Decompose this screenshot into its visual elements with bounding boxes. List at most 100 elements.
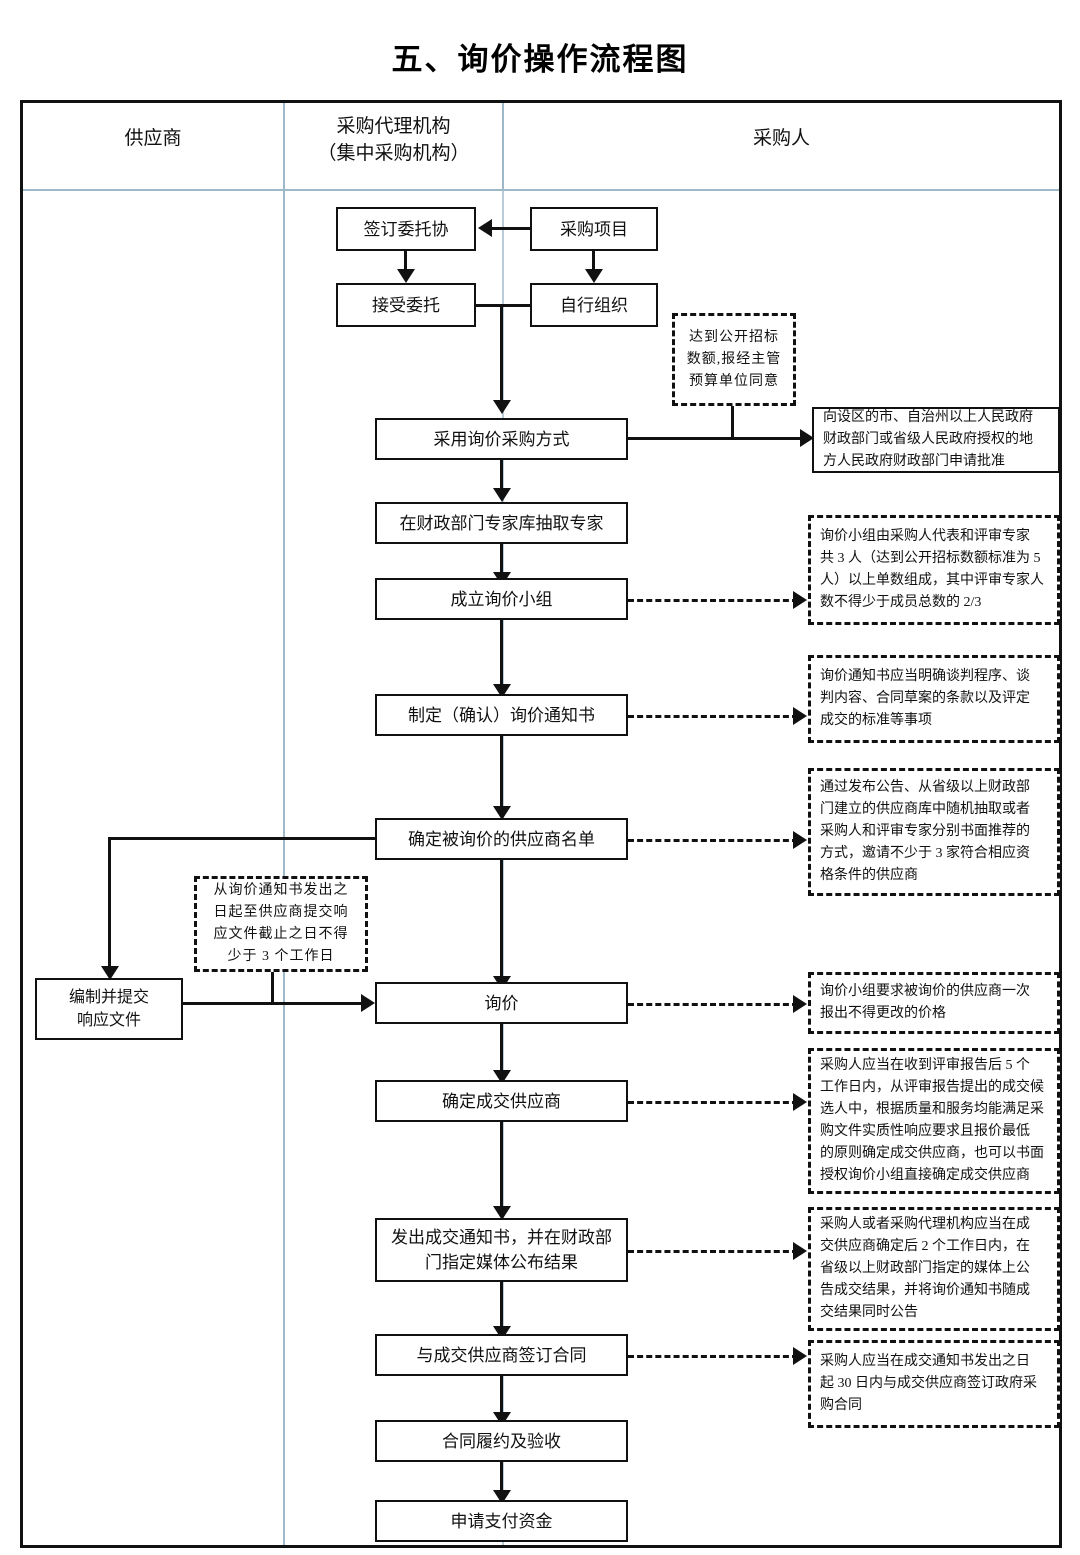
node-perform-accept-label: 合同履约及验收 xyxy=(442,1431,561,1451)
conn-list-left-down xyxy=(108,837,111,969)
conn-list-to-inquiry xyxy=(500,860,503,978)
node-sign-contract[interactable]: 与成交供应商签订合同 xyxy=(375,1334,628,1376)
arrowhead-project-to-self xyxy=(585,269,603,283)
note-notice-content-line1: 询价通知书应当明确谈判程序、谈 xyxy=(820,669,1030,684)
node-make-notice[interactable]: 制定（确认）询价通知书 xyxy=(375,694,628,736)
note-one-time-quote: 询价小组要求被询价的供应商一次 报出不得更改的价格 xyxy=(808,972,1060,1034)
note-open-bid-threshold-line2: 数额,报经主管 xyxy=(686,351,782,367)
node-make-notice-label: 制定（确认）询价通知书 xyxy=(408,705,595,725)
note-award-rule-line2: 工作日内，从评审报告提出的成交候 xyxy=(820,1080,1044,1095)
note-group-composition-line1: 询价小组由采购人代表和评审专家 xyxy=(820,529,1030,544)
conn-adopt-to-approval xyxy=(628,437,810,440)
conn-threshold-note-leg xyxy=(731,406,734,439)
note-open-bid-threshold-line3: 预算单位同意 xyxy=(689,373,779,389)
arrowhead-list-to-note xyxy=(793,831,807,849)
node-prepare-response[interactable]: 编制并提交 响应文件 xyxy=(35,978,183,1040)
conn-project-to-self xyxy=(592,251,595,271)
box-approval-authority-line3: 方人民政府财政部门申请批准 xyxy=(823,454,1005,469)
conn-contract-to-perform xyxy=(500,1376,503,1414)
node-accept-entrust[interactable]: 接受委托 xyxy=(336,283,476,327)
note-notice-content-line3: 成交的标准等事项 xyxy=(820,713,932,728)
swimlane-label-agency-line1: 采购代理机构 xyxy=(336,116,451,137)
swimlane-label-supplier: 供应商 xyxy=(124,128,182,149)
arrowhead-list-to-prepare xyxy=(101,966,119,980)
conn-group-to-makenotice xyxy=(500,620,503,686)
swimlane-label-agency-line2: （集中采购机构） xyxy=(317,143,470,164)
node-sign-entrust[interactable]: 签订委托协 xyxy=(336,207,476,251)
note-response-deadline-line4: 少于 3 个工作日 xyxy=(227,949,335,964)
arrowhead-join-to-adopt xyxy=(493,400,511,414)
node-draw-experts[interactable]: 在财政部门专家库抽取专家 xyxy=(375,502,628,544)
node-supplier-list[interactable]: 确定被询价的供应商名单 xyxy=(375,818,628,860)
note-supplier-selection-line3: 采购人和评审专家分别书面推荐的 xyxy=(820,824,1030,839)
conn-perform-to-payment xyxy=(500,1462,503,1492)
note-notice-content-line2: 判内容、合同草案的条款以及评定 xyxy=(820,691,1030,706)
arrowhead-sign-to-accept xyxy=(397,269,415,283)
arrowhead-adopt-to-draw xyxy=(493,488,511,502)
node-determine-winner[interactable]: 确定成交供应商 xyxy=(375,1080,628,1122)
note-group-composition-line4: 数不得少于成员总数的 2/3 xyxy=(820,595,982,610)
conn-join-down-to-adopt xyxy=(500,304,503,402)
arrowhead-prepare-to-inquiry xyxy=(361,994,375,1012)
note-award-rule-line3: 选人中，根据质量和服务均能满足采 xyxy=(820,1102,1044,1117)
note-contract-rule-line3: 购合同 xyxy=(820,1398,862,1413)
node-issue-notice-line1: 发出成交通知书，并在财政部 xyxy=(391,1228,612,1247)
swimlane-header-supplier: 供应商 xyxy=(23,125,283,152)
node-self-organize[interactable]: 自行组织 xyxy=(530,283,658,327)
node-self-organize-label: 自行组织 xyxy=(560,295,628,315)
note-publish-rule: 采购人或者采购代理机构应当在成 交供应商确定后 2 个工作日内，在 省级以上财政… xyxy=(808,1207,1060,1331)
page-title: 五、询价操作流程图 xyxy=(391,42,689,77)
note-supplier-selection: 通过发布公告、从省级以上财政部 门建立的供应商库中随机抽取或者 采购人和评审专家… xyxy=(808,768,1060,896)
node-purchase-project[interactable]: 采购项目 xyxy=(530,207,658,251)
node-issue-notice[interactable]: 发出成交通知书，并在财政部 门指定媒体公布结果 xyxy=(375,1218,628,1282)
node-prepare-response-line1: 编制并提交 xyxy=(68,989,149,1006)
node-sign-entrust-label: 签订委托协 xyxy=(363,219,449,239)
conn-accept-self-join xyxy=(474,304,532,307)
node-inquiry[interactable]: 询价 xyxy=(375,982,628,1024)
note-supplier-selection-line4: 方式，邀请不少于 3 家符合相应资 xyxy=(820,846,1030,861)
note-open-bid-threshold: 达到公开招标 数额,报经主管 预算单位同意 xyxy=(672,313,796,406)
node-perform-accept[interactable]: 合同履约及验收 xyxy=(375,1420,628,1462)
swimlane-label-purchaser: 采购人 xyxy=(752,128,810,149)
conn-list-left-run xyxy=(108,837,378,840)
node-sign-contract-label: 与成交供应商签订合同 xyxy=(416,1345,587,1365)
arrowhead-group-to-note xyxy=(793,591,807,609)
node-determine-winner-label: 确定成交供应商 xyxy=(442,1091,561,1111)
note-award-rule-line4: 购文件实质性响应要求且报价最低 xyxy=(820,1124,1030,1139)
note-publish-rule-line1: 采购人或者采购代理机构应当在成 xyxy=(820,1217,1030,1232)
node-prepare-response-line2: 响应文件 xyxy=(76,1012,141,1029)
node-draw-experts-label: 在财政部门专家库抽取专家 xyxy=(399,513,604,533)
arrowhead-project-to-sign xyxy=(478,219,492,237)
note-response-deadline-line3: 应文件截止之日不得 xyxy=(213,927,349,942)
note-award-rule-line5: 的原则确定成交供应商，也可以书面 xyxy=(820,1146,1044,1161)
node-accept-entrust-label: 接受委托 xyxy=(372,295,440,315)
node-form-group[interactable]: 成立询价小组 xyxy=(375,578,628,620)
node-adopt-inquiry[interactable]: 采用询价采购方式 xyxy=(375,418,628,460)
conn-winner-to-issue xyxy=(500,1122,503,1208)
conn-makenotice-to-list xyxy=(500,736,503,808)
box-approval-authority[interactable]: 向设区的市、自治州以上人民政府 财政部门或省级人民政府授权的地 方人民政府财政部… xyxy=(812,407,1060,473)
conn-adopt-to-draw xyxy=(500,460,503,490)
note-publish-rule-line2: 交供应商确定后 2 个工作日内，在 xyxy=(820,1239,1030,1254)
note-publish-rule-line5: 交结果同时公告 xyxy=(820,1305,918,1320)
note-response-deadline: 从询价通知书发出之 日起至供应商提交响 应文件截止之日不得 少于 3 个工作日 xyxy=(194,876,368,972)
note-award-rule: 采购人应当在收到评审报告后 5 个 工作日内，从评审报告提出的成交候 选人中，根… xyxy=(808,1048,1060,1194)
swimlane-header-agency: 采购代理机构 （集中采购机构） xyxy=(285,113,502,167)
note-notice-content: 询价通知书应当明确谈判程序、谈 判内容、合同草案的条款以及评定 成交的标准等事项 xyxy=(808,655,1060,743)
node-apply-payment[interactable]: 申请支付资金 xyxy=(375,1500,628,1542)
note-contract-rule-line1: 采购人应当在成交通知书发出之日 xyxy=(820,1354,1030,1369)
swimlane-header-purchaser: 采购人 xyxy=(504,125,1059,152)
note-response-deadline-line2: 日起至供应商提交响 xyxy=(213,905,349,920)
note-one-time-quote-line2: 报出不得更改的价格 xyxy=(820,1006,946,1021)
box-approval-authority-line1: 向设区的市、自治州以上人民政府 xyxy=(823,410,1033,425)
note-publish-rule-line3: 省级以上财政部门指定的媒体上公 xyxy=(820,1261,1030,1276)
conn-inquiry-to-winner xyxy=(500,1024,503,1072)
node-adopt-inquiry-label: 采用询价采购方式 xyxy=(433,429,570,449)
note-one-time-quote-line1: 询价小组要求被询价的供应商一次 xyxy=(820,984,1030,999)
arrowhead-winner-to-note xyxy=(793,1093,807,1111)
conn-issue-to-note xyxy=(628,1250,798,1253)
node-apply-payment-label: 申请支付资金 xyxy=(450,1511,553,1531)
note-response-deadline-line1: 从询价通知书发出之 xyxy=(213,883,349,898)
note-open-bid-threshold-line1: 达到公开招标 xyxy=(689,329,779,345)
